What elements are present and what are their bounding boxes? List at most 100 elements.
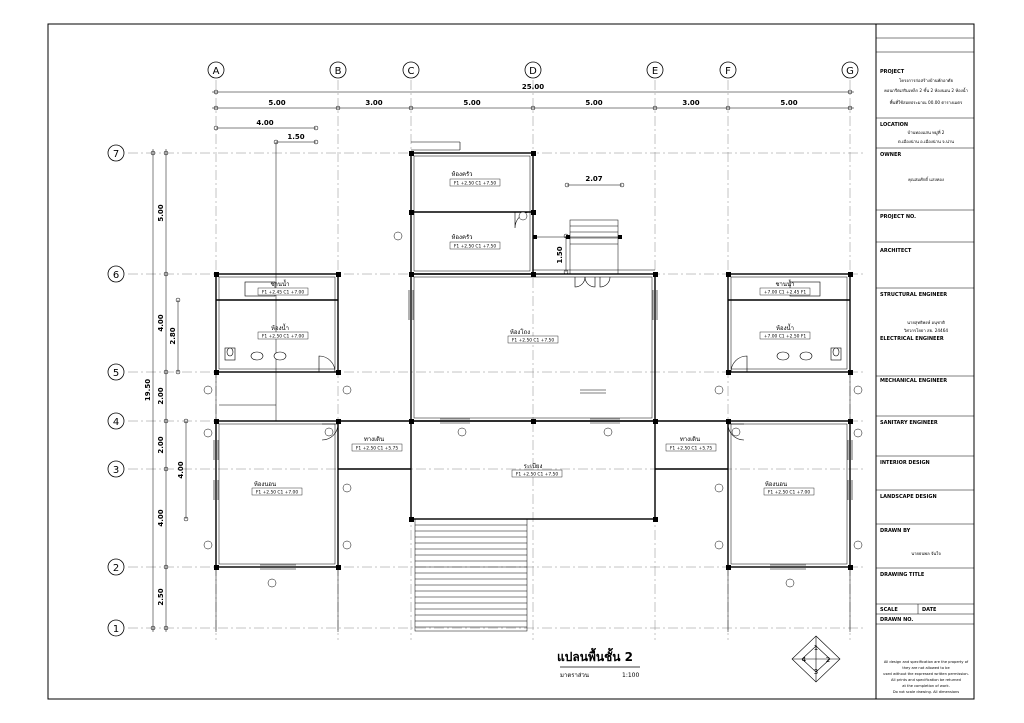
room-tag: F1 +2.50 C1 +7.50 bbox=[454, 244, 496, 250]
dim-stair-depth: 1.50 bbox=[556, 246, 564, 263]
room-label-bedroom-left: ห้องนอน F1 +2.50 C1 +7.00 bbox=[251, 481, 303, 496]
room-tag-box bbox=[759, 331, 811, 340]
room-tag: F1 +2.50 C1 +7.00 bbox=[256, 490, 298, 496]
compass-label-1: 1 bbox=[814, 644, 818, 652]
room-label-kitchen-2: ห้องครัว F1 +2.50 C1 +7.50 bbox=[449, 234, 501, 250]
dim-left-1: 5.00 bbox=[157, 204, 165, 221]
dim-top-2: 3.00 bbox=[365, 99, 382, 107]
back-stair bbox=[533, 219, 655, 275]
dim-inner-280: 2.80 bbox=[169, 327, 177, 344]
main-stair bbox=[414, 518, 528, 632]
tb-drawn-no-label: DRAWN NO. bbox=[880, 617, 913, 623]
dimension-ticks bbox=[150, 89, 853, 631]
scale-label: มาตราส่วน bbox=[560, 672, 589, 679]
dim-left-3: 2.00 bbox=[157, 387, 165, 404]
dim-left-6: 2.50 bbox=[157, 588, 165, 605]
room-tag-box bbox=[449, 241, 501, 250]
tb-structural-label: STRUCTURAL ENGINEER bbox=[880, 292, 947, 298]
room-tag-box bbox=[351, 443, 403, 452]
tb-scale-label: SCALE bbox=[880, 607, 898, 613]
grid-label-row-1: 1 bbox=[113, 624, 119, 635]
compass-icon bbox=[791, 635, 841, 683]
room-tag-box bbox=[257, 287, 309, 296]
dim-stair-width: 2.07 bbox=[585, 175, 602, 183]
room-name: ชานน้ำ bbox=[775, 278, 794, 288]
title-block-lines bbox=[876, 37, 974, 625]
dim-inner-400: 4.00 bbox=[177, 461, 185, 478]
grid-label-col-e: E bbox=[652, 66, 658, 77]
tb-note-line-6: Do not scale drawing. All dimensions bbox=[893, 690, 959, 694]
room-tag: +7.00 C1 +2.50 F1 bbox=[764, 334, 806, 340]
grid-lines bbox=[128, 80, 865, 640]
dimension-lines bbox=[152, 91, 854, 632]
windows bbox=[213, 290, 853, 570]
tb-note-line-3: used without the expressed written permi… bbox=[883, 672, 969, 676]
doors bbox=[318, 211, 748, 441]
grid-bubbles-columns bbox=[207, 61, 859, 79]
dim-top-1: 5.00 bbox=[268, 99, 285, 107]
grid-label-row-3: 3 bbox=[113, 465, 119, 476]
room-tag: +7.00 C1 +2.45 F1 bbox=[764, 290, 806, 296]
tb-drawn-by-label: DRAWN BY bbox=[880, 528, 911, 534]
dim-left-2: 4.00 bbox=[157, 314, 165, 331]
tb-owner-name: คุณสมศักดิ์ แสงทอง bbox=[908, 176, 944, 183]
room-tag: F1 +2.50 C1 +7.00 bbox=[768, 490, 810, 496]
dim-top-4: 5.00 bbox=[585, 99, 602, 107]
room-tag-box bbox=[763, 487, 815, 496]
room-label-kitchen-1: ห้องครัว F1 +2.50 C1 +7.50 bbox=[449, 171, 501, 187]
room-tag: F1 +2.50 C1 +7.00 bbox=[262, 334, 304, 340]
structural-columns bbox=[214, 151, 853, 570]
tag-markers bbox=[203, 211, 863, 588]
tb-interior-label: INTERIOR DESIGN bbox=[880, 460, 930, 466]
tb-location-line-2: ต.เมืองน่าน อ.เมืองน่าน จ.น่าน bbox=[898, 139, 954, 144]
room-tag-box bbox=[507, 335, 559, 344]
tb-note-line-5: at the completion of work. bbox=[902, 684, 949, 688]
tb-location-line-1: บ้านทองแสน หมู่ที่ 2 bbox=[908, 129, 945, 136]
dim-sub-400: 4.00 bbox=[256, 119, 273, 127]
room-tag-box bbox=[257, 331, 309, 340]
compass-label-3: 3 bbox=[814, 668, 818, 676]
dim-top-5: 3.00 bbox=[682, 99, 699, 107]
tb-project-line-3: พื้นที่ใช้สอยประมาณ 00.00 ตารางเมตร bbox=[890, 99, 963, 105]
grid-label-row-4: 4 bbox=[113, 417, 119, 428]
dim-overall-height: 19.50 bbox=[144, 379, 152, 401]
room-name: ระเบียง bbox=[524, 462, 543, 470]
room-tag: F1 +2.50 C1 +7.50 bbox=[512, 338, 554, 344]
tb-project-line-2: คอนกรีตเสริมเหล็ก 2 ชั้น 2 ห้องนอน 2 ห้อ… bbox=[884, 87, 968, 93]
tb-structural-line-1: นายสุทธิพงษ์ อนุชาติ bbox=[907, 320, 945, 326]
room-name: ห้องนอน bbox=[765, 481, 787, 488]
room-name: ห้องครัว bbox=[451, 234, 472, 241]
room-tag-box bbox=[665, 443, 717, 452]
room-tag-box bbox=[759, 287, 811, 296]
room-label-bathroom-right: ห้องน้ำ +7.00 C1 +2.50 F1 bbox=[759, 322, 811, 340]
room-label-corridor-left: ทางเดิน F1 +2.50 C1 +5.75 bbox=[351, 436, 403, 452]
grid-label-col-d: D bbox=[529, 66, 537, 77]
room-tag: F1 +2.50 C1 +7.50 bbox=[516, 472, 558, 478]
room-name: ห้องน้ำ bbox=[776, 322, 794, 332]
tb-drawn-by-name: นายธนพล จันใจ bbox=[911, 550, 941, 556]
tb-sanitary-label: SANITARY ENGINEER bbox=[880, 420, 938, 426]
drawing-title: แปลนพื้นชั้น 2 bbox=[557, 647, 633, 664]
room-name: ห้องนอน bbox=[254, 481, 276, 488]
dim-top-6: 5.00 bbox=[780, 99, 797, 107]
grid-bubbles-rows bbox=[107, 144, 125, 637]
grid-label-row-5: 5 bbox=[113, 368, 119, 379]
room-tag: F1 +2.45 C1 +7.00 bbox=[262, 290, 304, 296]
grid-label-row-6: 6 bbox=[113, 270, 119, 281]
dim-top-3: 5.00 bbox=[463, 99, 480, 107]
tb-note-line-1: All design and specification are the pro… bbox=[884, 660, 969, 664]
compass-label-4: 4 bbox=[802, 656, 807, 664]
grid-label-col-b: B bbox=[335, 66, 342, 77]
tb-note-line-4: All prints and specification be returned bbox=[891, 678, 961, 682]
tb-electrical-label: ELECTRICAL ENGINEER bbox=[880, 336, 944, 342]
inner-wall-lines bbox=[215, 142, 851, 632]
scale-value: 1:100 bbox=[622, 672, 639, 679]
grid-label-row-2: 2 bbox=[113, 563, 119, 574]
dim-overall-width: 25.00 bbox=[522, 83, 544, 91]
tb-project-label: PROJECT bbox=[880, 69, 905, 75]
tb-mechanical-label: MECHANICAL ENGINEER bbox=[880, 378, 947, 384]
room-tag: F1 +2.50 C1 +5.75 bbox=[356, 446, 398, 452]
room-name: ห้องครัว bbox=[451, 171, 472, 178]
room-tag: F1 +2.50 C1 +7.50 bbox=[454, 181, 496, 187]
